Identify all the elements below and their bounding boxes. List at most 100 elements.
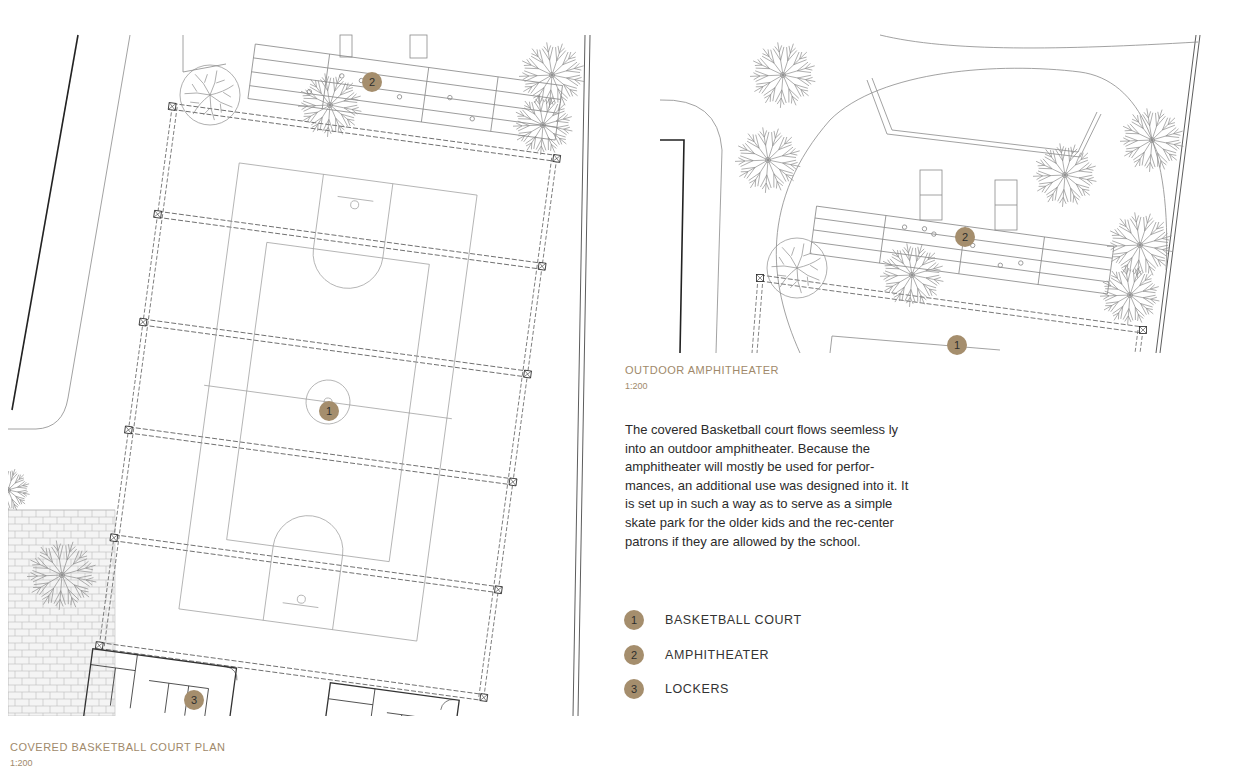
center-circle bbox=[303, 377, 352, 426]
tree-branches bbox=[27, 541, 96, 610]
locker-room bbox=[82, 649, 236, 716]
tree-trunk bbox=[60, 573, 65, 578]
tree-branches bbox=[8, 468, 30, 512]
tree-symbol bbox=[1033, 143, 1096, 207]
amphitheater-seating bbox=[248, 44, 563, 140]
tree-symbol bbox=[180, 65, 240, 125]
column bbox=[1140, 327, 1147, 334]
skater-figure bbox=[922, 226, 927, 231]
drawing-title: OUTDOOR AMPHITHEATER bbox=[625, 364, 779, 376]
column-cross bbox=[110, 534, 502, 594]
key-top bbox=[309, 174, 393, 292]
tree-branches bbox=[880, 243, 943, 307]
column-cross bbox=[154, 210, 546, 270]
tree-symbol bbox=[767, 238, 827, 298]
door-swing bbox=[225, 667, 238, 680]
court-plan bbox=[8, 33, 590, 716]
skater-figure bbox=[470, 116, 475, 121]
column-cross bbox=[757, 275, 764, 282]
callout-number: 3 bbox=[184, 690, 204, 710]
bench bbox=[340, 35, 352, 57]
seating-rows bbox=[248, 44, 563, 140]
callout-number: 2 bbox=[955, 227, 975, 247]
tree-trunk bbox=[550, 73, 555, 78]
tree-symbol bbox=[1100, 265, 1159, 325]
legend-text: BASKETBALL COURT bbox=[665, 613, 802, 627]
column-cross bbox=[125, 426, 517, 486]
tree-branches bbox=[1033, 143, 1096, 207]
seating-rows bbox=[810, 206, 1114, 294]
callout-text: 3 bbox=[631, 684, 637, 695]
backboard bbox=[283, 196, 374, 607]
tree-branches bbox=[185, 71, 234, 121]
tree-branches bbox=[1120, 108, 1183, 171]
callout-number: 1 bbox=[319, 401, 339, 421]
site-edge bbox=[1156, 35, 1200, 353]
road-edge bbox=[660, 140, 684, 353]
tree-branches bbox=[298, 73, 361, 136]
bench bbox=[995, 180, 1017, 230]
road-edge bbox=[12, 35, 78, 410]
callout-number: 2 bbox=[624, 645, 644, 665]
door-swing bbox=[441, 698, 454, 711]
drawing-title: COVERED BASKETBALL COURT PLAN bbox=[10, 741, 225, 753]
walk-curve bbox=[880, 35, 1198, 48]
tree-branches bbox=[750, 42, 815, 108]
stage-edge bbox=[867, 78, 1101, 157]
column-cross bbox=[1140, 327, 1147, 334]
locker-stalls bbox=[86, 649, 212, 716]
lockers bbox=[82, 649, 460, 716]
tree-symbol bbox=[880, 243, 943, 307]
callout-text: 1 bbox=[954, 340, 960, 351]
hoop bbox=[350, 200, 359, 209]
tree-symbol bbox=[513, 95, 572, 154]
legend-text: LOCKERS bbox=[665, 682, 729, 696]
callout-text: 1 bbox=[631, 615, 637, 626]
bench-split bbox=[995, 205, 1017, 206]
column-cross bbox=[95, 642, 487, 702]
seating-outline bbox=[248, 44, 563, 140]
skater-figure bbox=[339, 73, 344, 78]
tree-trunk bbox=[1063, 173, 1068, 178]
locker-room bbox=[320, 683, 460, 716]
callout-number: 1 bbox=[947, 335, 967, 355]
description-text: The covered Basketball court flows seeml… bbox=[625, 421, 921, 551]
tree-trunk bbox=[766, 158, 771, 163]
scale-note: 1:200 bbox=[10, 758, 33, 768]
callout-number: 2 bbox=[362, 72, 382, 92]
skater-figure bbox=[447, 95, 452, 100]
amphitheater-seating bbox=[810, 206, 1114, 294]
tree-canopy bbox=[767, 238, 827, 298]
tree-trunk bbox=[8, 488, 11, 493]
amphitheater-plan bbox=[660, 35, 1200, 353]
paving bbox=[8, 510, 115, 716]
tree-trunk bbox=[1138, 243, 1143, 248]
tree-trunk bbox=[541, 123, 546, 128]
tree-symbol bbox=[1120, 108, 1183, 171]
hoop bbox=[297, 595, 306, 604]
skater-figure bbox=[902, 225, 907, 230]
tree-canopy bbox=[180, 65, 240, 125]
bench-split bbox=[920, 195, 942, 196]
skater-figure bbox=[998, 263, 1003, 268]
tree-symbol bbox=[8, 468, 30, 512]
column bbox=[757, 275, 764, 282]
plaza-curve bbox=[776, 68, 1166, 353]
site-edge bbox=[573, 35, 590, 716]
column-cross bbox=[168, 103, 560, 163]
callout-text: 2 bbox=[631, 650, 637, 661]
skater-figure bbox=[931, 232, 936, 237]
bench bbox=[410, 35, 427, 58]
covered-court bbox=[82, 33, 570, 716]
path-edge bbox=[8, 35, 130, 429]
tree-trunk bbox=[781, 73, 786, 78]
tree-trunk bbox=[328, 103, 333, 108]
tree-symbol bbox=[298, 73, 361, 136]
paving-area bbox=[8, 510, 115, 716]
tree-branches bbox=[772, 244, 821, 294]
tree-branches bbox=[513, 95, 572, 154]
court-markings bbox=[174, 162, 482, 641]
tree-branches bbox=[735, 127, 800, 192]
